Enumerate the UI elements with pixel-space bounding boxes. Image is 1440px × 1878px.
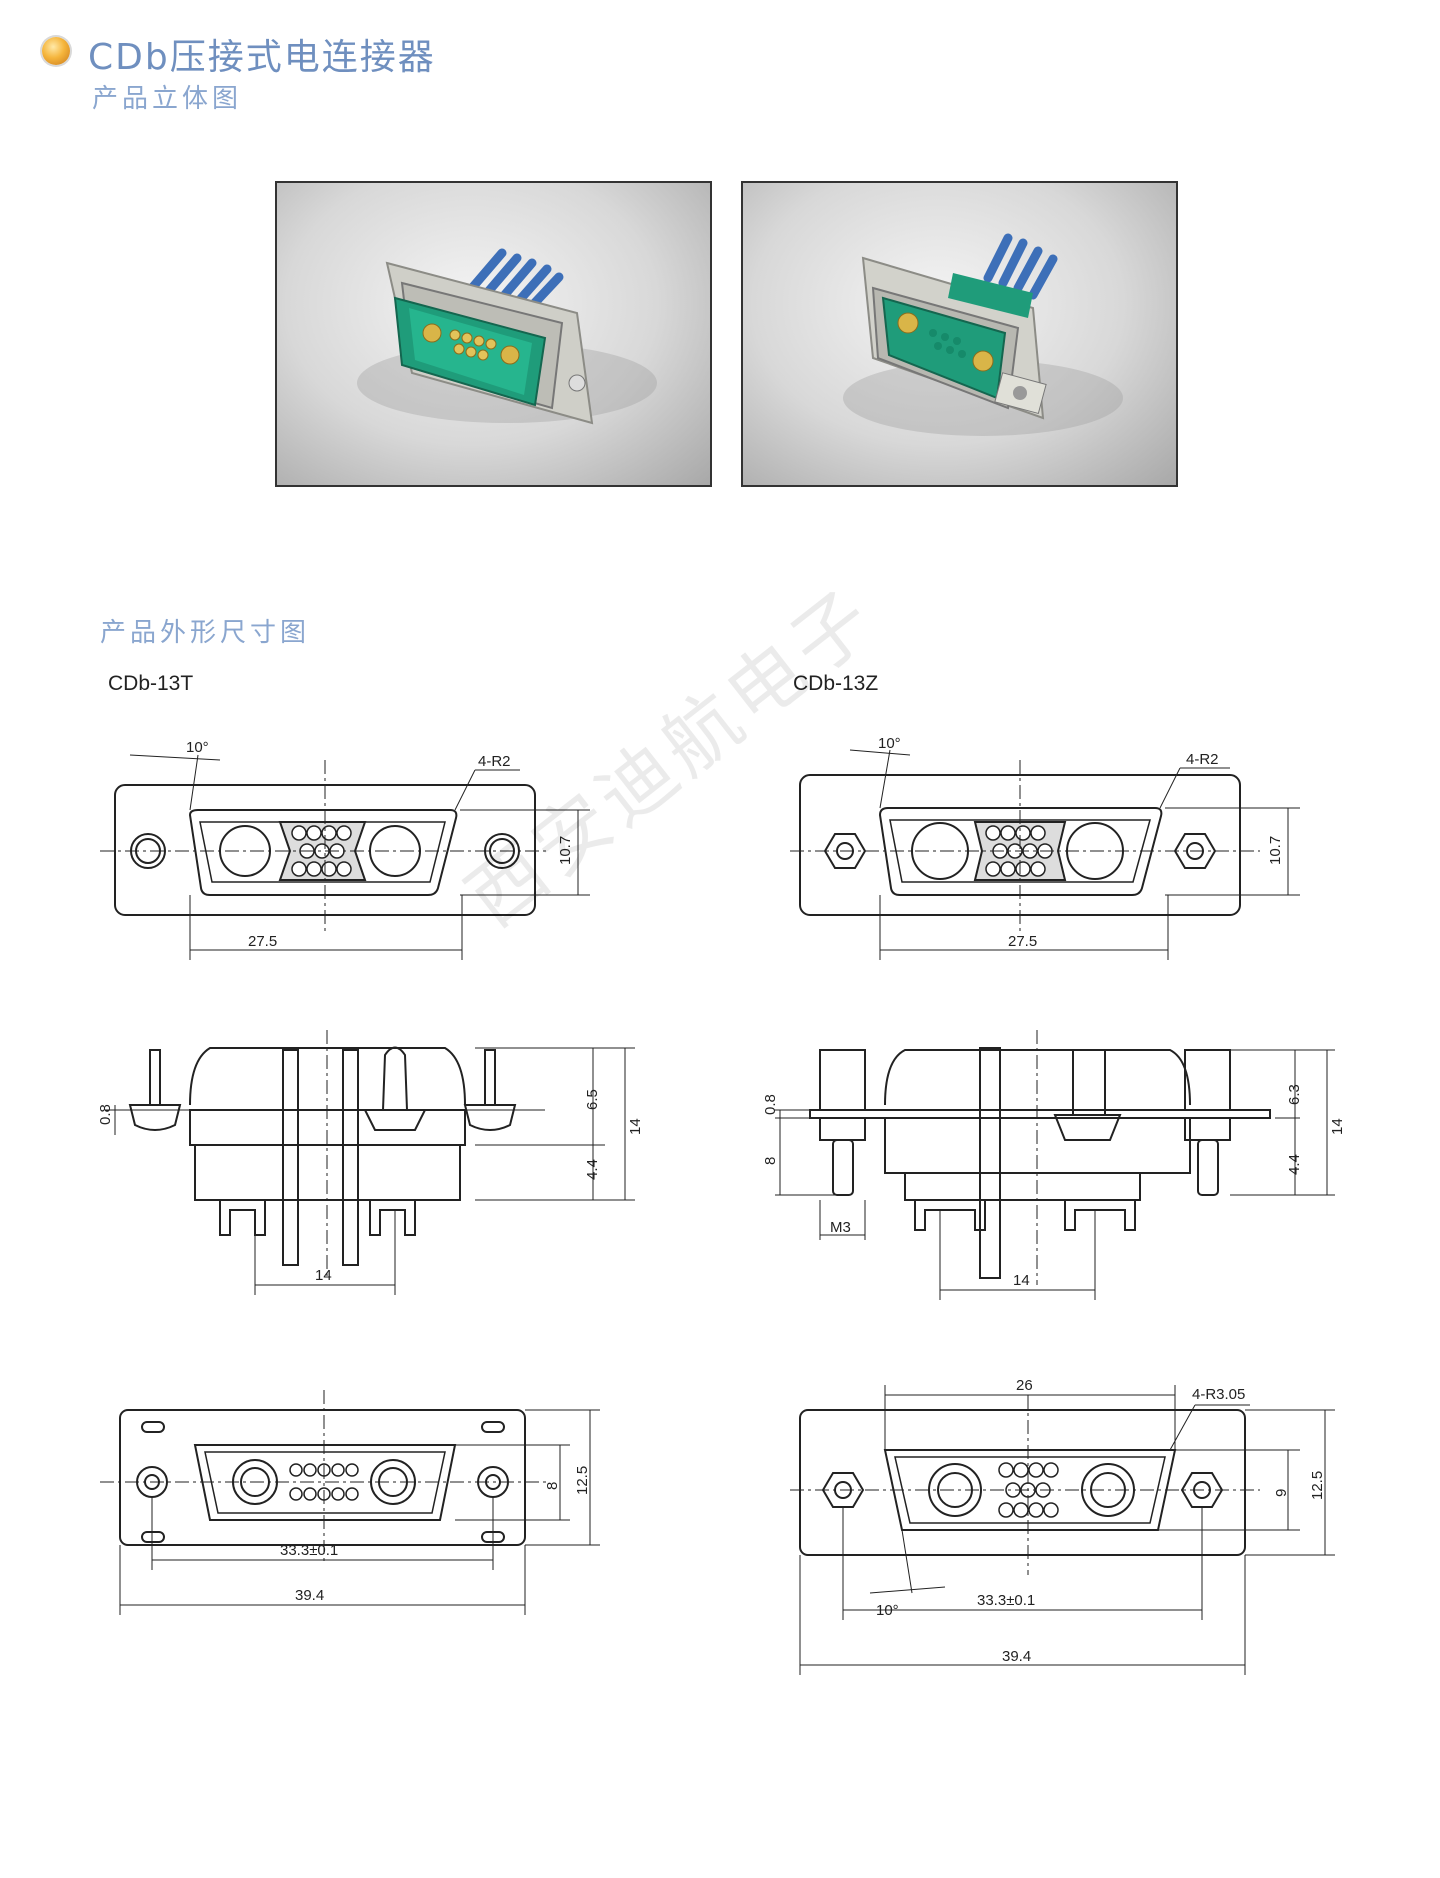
dim-13t-bottom-inner: 8: [544, 1482, 561, 1490]
dim-13t-side-spacing: 14: [315, 1267, 332, 1284]
dim-13t-side-total: 14: [627, 1118, 644, 1135]
drawing-13z-top-view: 27.5 10.7 10° 4-R2: [790, 730, 1310, 975]
page-title: CDb压接式电连接器: [88, 37, 436, 78]
dim-13t-top-height: 10.7: [557, 836, 574, 865]
dim-13z-bottom-angle: 10°: [876, 1602, 899, 1619]
drawing-13t-top-view: 27.5 10.7 10° 4-R2: [100, 730, 600, 975]
dim-13z-side-lower: 4.4: [1286, 1154, 1303, 1175]
drawing-13t-bottom-view: 33.3±0.1 39.4 8 12.5: [100, 1390, 640, 1645]
dim-13z-side-thread: M3: [830, 1219, 851, 1236]
model-label-13z: CDb-13Z: [793, 672, 879, 695]
title-bullet-icon: [42, 37, 70, 65]
dim-13z-top-height: 10.7: [1267, 836, 1284, 865]
dim-13z-side-nut: 8: [762, 1157, 779, 1165]
drawing-13t-side-view: 14 6.5 4.4 14 0.8: [95, 1010, 655, 1315]
dim-13t-side-lower: 4.4: [584, 1159, 601, 1180]
drawing-13z-side-view: 14 M3 0.8 8 6.3 4.4 14: [755, 1010, 1355, 1315]
model-label-13t: CDb-13T: [108, 672, 194, 695]
dim-13z-bottom-top-width: 26: [1016, 1377, 1033, 1394]
dim-13z-side-total: 14: [1329, 1118, 1346, 1135]
dim-13t-top-width: 27.5: [248, 933, 277, 950]
dim-13z-bottom-overall: 39.4: [1002, 1648, 1031, 1665]
dim-13z-top-angle: 10°: [878, 735, 901, 752]
drawing-13z-bottom-view: 26 4-R3.05 9 12.5 10° 33.3±0.1 39.4: [790, 1365, 1370, 1700]
dim-13z-top-radius: 4-R2: [1186, 751, 1219, 768]
dim-13t-side-upper: 6.5: [584, 1089, 601, 1110]
dim-13t-top-radius: 4-R2: [478, 753, 511, 770]
product-photo-front: [275, 181, 712, 487]
dim-13t-bottom-pitch: 33.3±0.1: [280, 1542, 338, 1559]
dim-13t-side-pin: 0.8: [97, 1104, 114, 1125]
dim-13z-top-width: 27.5: [1008, 933, 1037, 950]
dim-13z-bottom-radius: 4-R3.05: [1192, 1386, 1245, 1403]
dim-13z-bottom-inner: 9: [1273, 1489, 1290, 1497]
dim-13z-bottom-pitch: 33.3±0.1: [977, 1592, 1035, 1609]
dim-13z-side-spacing: 14: [1013, 1272, 1030, 1289]
dim-13t-bottom-outer: 12.5: [574, 1466, 591, 1495]
product-photo-angle: [741, 181, 1178, 487]
dim-13t-top-angle: 10°: [186, 739, 209, 756]
dim-13t-bottom-overall: 39.4: [295, 1587, 324, 1604]
dim-13z-bottom-outer: 12.5: [1309, 1471, 1326, 1500]
dim-13z-side-pin: 0.8: [762, 1094, 779, 1115]
section-title: 产品外形尺寸图: [100, 618, 311, 648]
page-subtitle: 产品立体图: [92, 84, 243, 114]
dim-13z-side-upper: 6.3: [1286, 1084, 1303, 1105]
